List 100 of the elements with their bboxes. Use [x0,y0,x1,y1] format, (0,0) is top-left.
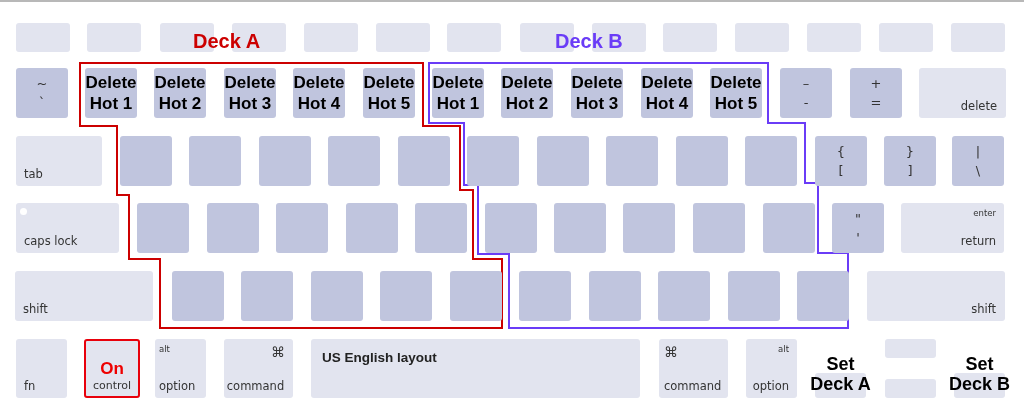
keyboard-key [311,339,640,398]
key-label: = [870,95,882,110]
deck-title: Deck B [555,29,623,53]
key-label: ' [856,230,860,245]
keyboard-key [663,23,717,52]
keyboard-key [16,203,119,253]
keyboard-key [16,68,68,118]
keyboard-key [728,271,780,321]
key-label: " [855,211,861,226]
key-label: Delete Hot 2 [154,72,206,114]
key-label: Delete Hot 5 [363,72,415,114]
key-label: command [226,379,285,393]
keyboard-key [815,136,867,186]
keyboard-key [137,203,189,253]
keyboard-key [735,23,789,52]
key-label: - [803,95,809,110]
keyboard-key [885,379,936,398]
key-label: shift [971,302,996,316]
key-label: { [836,144,846,159]
keyboard-key [172,271,224,321]
key-label: caps lock [24,234,78,248]
key-label: shift [23,302,48,316]
key-label: Delete Hot 4 [293,72,345,114]
key-label: + [870,76,882,91]
key-label: Delete Hot 1 [432,72,484,114]
key-label: return [960,234,996,248]
keyboard-key [623,203,675,253]
key-label: On [100,359,124,379]
keyboard-key [867,271,1005,321]
key-label: ] [907,163,913,178]
keyboard-key [207,203,259,253]
keyboard-key [120,136,172,186]
keyboard-key [746,339,797,398]
key-label: ` [38,95,46,110]
key-label: Delete Hot 5 [710,72,762,114]
keyboard-key [16,136,102,186]
key-label: – [802,76,810,91]
key-label: Delete Hot 1 [85,72,137,114]
keyboard-key [885,339,936,358]
keyboard-key [901,203,1004,253]
key-label: control [92,379,132,393]
key-label: Delete Hot 4 [641,72,693,114]
keyboard-key [189,136,241,186]
keyboard-key [450,271,502,321]
key-label: \ [975,163,981,178]
key-label: enter [973,208,996,219]
keyboard-key [155,339,206,398]
keyboard-key [832,203,884,253]
keyboard-key [16,23,70,52]
keyboard-key [415,203,467,253]
keyboard-key [658,271,710,321]
keyboard-key [519,271,571,321]
keyboard-key [380,271,432,321]
keyboard-key [850,68,902,118]
keyboard-key [15,271,153,321]
keyboard-key [304,23,358,52]
keyboard-key [87,23,141,52]
keyboard-key [606,136,658,186]
key-label: Set Deck A [809,354,872,394]
key-label: command [664,379,722,393]
key-label: ⌘ [271,344,285,360]
keyboard-key [554,203,606,253]
key-label: Delete Hot 2 [501,72,553,114]
keyboard-key [952,136,1004,186]
keyboard-key [376,23,430,52]
keyboard-key [276,203,328,253]
keyboard-key [84,339,140,398]
keyboard-key [797,271,849,321]
key-label: option [752,379,789,393]
key-label: alt [159,344,170,355]
keyboard-key [951,23,1005,52]
keyboard-key [659,339,728,398]
keyboard-key [485,203,537,253]
keyboard-key [447,23,501,52]
keyboard-key [311,271,363,321]
key-label: ~ [36,76,48,91]
key-label: option [159,379,196,393]
key-label: Delete Hot 3 [571,72,623,114]
key-label: fn [24,379,36,393]
keyboard-key [328,136,380,186]
key-label: ⌘ [664,344,678,360]
keyboard-key [346,203,398,253]
keyboard-key [398,136,450,186]
key-label: tab [24,167,43,181]
deck-title: Deck A [193,29,261,53]
keyboard-key [676,136,728,186]
key-label: delete [960,99,997,113]
key-label: Set Deck B [948,354,1011,394]
key-label: [ [838,163,844,178]
key-label: alt [778,344,789,355]
keyboard-key [763,203,815,253]
keyboard-key [745,136,797,186]
keyboard-key [241,271,293,321]
keyboard-key [589,271,641,321]
keyboard-key [16,339,67,398]
keyboard-key [693,203,745,253]
keyboard-key [537,136,589,186]
keyboard-key [467,136,519,186]
key-label: | [975,144,981,159]
keyboard-key [807,23,861,52]
